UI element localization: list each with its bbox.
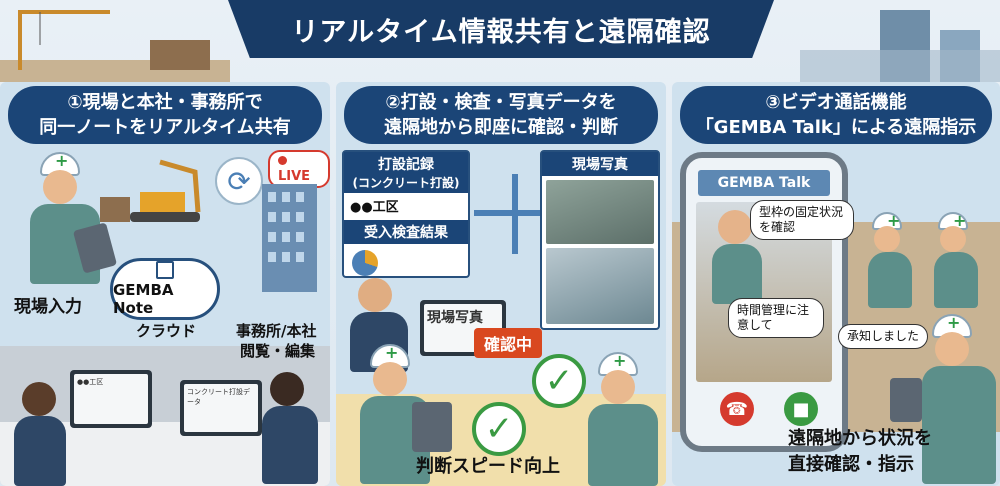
panel2-title-line2: 遠隔地から即座に確認・判断 xyxy=(384,117,618,138)
notebook-icon xyxy=(156,261,174,279)
monitor-left: ●●工区 xyxy=(70,370,152,428)
office-label-line1: 事務所/本社 xyxy=(236,322,317,340)
inspection-title: 受入検査結果 xyxy=(344,220,468,244)
panel3-title-line2: 「GEMBA Talk」による遠隔指示 xyxy=(695,117,977,138)
speech-bubble-reply: 承知しました xyxy=(838,324,929,349)
pie-chart-icon xyxy=(352,250,378,276)
pour-record-card: 打設記録 (コンクリート打設) ●●工区 受入検査結果 xyxy=(342,150,470,278)
tablet-icon xyxy=(890,378,922,422)
site-photo-title: 現場写真 xyxy=(542,152,658,176)
bubble3-text: 承知しました xyxy=(847,329,920,343)
field-input-label: 現場入力 xyxy=(14,297,82,317)
panel-video-call: ③ビデオ通話機能 「GEMBA Talk」による遠隔指示 GEMBA Talk … xyxy=(672,82,1000,486)
office-building-icon xyxy=(262,184,317,292)
panel3-title-line1: ③ビデオ通話機能 xyxy=(765,92,907,113)
panel1-title-line1: ①現場と本社・事務所で xyxy=(67,92,263,113)
caption-line1: 遠隔地から状況を xyxy=(788,428,932,449)
panel3-heading: ③ビデオ通話機能 「GEMBA Talk」による遠隔指示 xyxy=(680,86,992,144)
pour-record-title-text: 打設記録 xyxy=(378,157,434,173)
site-photo-card: 現場写真 xyxy=(540,150,660,330)
cloud-label: クラウド xyxy=(136,322,197,340)
panel1-heading: ①現場と本社・事務所で 同一ノートをリアルタイム共有 xyxy=(8,86,322,144)
camera-button[interactable]: ■ xyxy=(784,392,818,426)
pour-record-row: ●●工区 xyxy=(350,200,399,215)
live-badge-text: LIVE xyxy=(278,169,311,184)
monitor-left-tag: ●●工区 xyxy=(77,378,104,386)
end-call-button[interactable]: ☎ xyxy=(720,392,754,426)
concrete-photo xyxy=(546,180,654,244)
panel1-title-line2: 同一ノートをリアルタイム共有 xyxy=(39,117,291,138)
cloud-name: GEMBA Note xyxy=(113,281,174,317)
panel-remote-review: ②打設・検査・写真データを 遠隔地から即座に確認・判断 打設記録 (コンクリート… xyxy=(336,82,666,486)
pour-record-title: 打設記録 (コンクリート打設) xyxy=(344,152,468,193)
check-icon: ✓ xyxy=(472,402,526,456)
page-title: リアルタイム情報共有と遠隔確認 xyxy=(291,16,711,48)
laptop-label: 現場写真 xyxy=(427,310,483,326)
panel-realtime-share: ①現場と本社・事務所で 同一ノートをリアルタイム共有 ⟳ LIVE xyxy=(0,82,330,486)
arrow-connector xyxy=(514,210,540,216)
caption-line2: 直接確認・指示 xyxy=(788,454,914,475)
panel2-title-line1: ②打設・検査・写真データを xyxy=(385,92,617,113)
panel2-heading: ②打設・検査・写真データを 遠隔地から即座に確認・判断 xyxy=(344,86,658,144)
inspector-photo xyxy=(546,248,654,324)
construction-skyline xyxy=(0,10,1000,82)
pour-record-subtitle: (コンクリート打設) xyxy=(352,176,460,190)
bubble1-text: 型枠の固定状況を確認 xyxy=(759,205,844,234)
sync-icon: ⟳ xyxy=(215,157,263,205)
speech-bubble-caution: 時間管理に注意して xyxy=(728,298,824,338)
confirming-badge: 確認中 xyxy=(474,328,543,358)
header-banner: リアルタイム情報共有と遠隔確認 xyxy=(228,0,774,58)
check-icon: ✓ xyxy=(532,354,586,408)
bubble2-text: 時間管理に注意して xyxy=(737,303,810,332)
speed-up-label: 判断スピード向上 xyxy=(416,456,560,477)
tablet-icon xyxy=(412,402,452,452)
monitor-right-doc: コンクリート打設データ xyxy=(187,388,250,406)
monitor-right: コンクリート打設データ xyxy=(180,380,262,436)
app-header: GEMBA Talk xyxy=(698,170,830,196)
excavator-icon xyxy=(100,159,201,222)
office-label-line2: 閲覧・編集 xyxy=(240,342,316,360)
live-badge: LIVE xyxy=(268,150,330,188)
speech-bubble-instruction: 型枠の固定状況を確認 xyxy=(750,200,854,240)
arrow-connector xyxy=(474,210,514,216)
gemba-note-cloud: GEMBA Note xyxy=(110,258,220,320)
